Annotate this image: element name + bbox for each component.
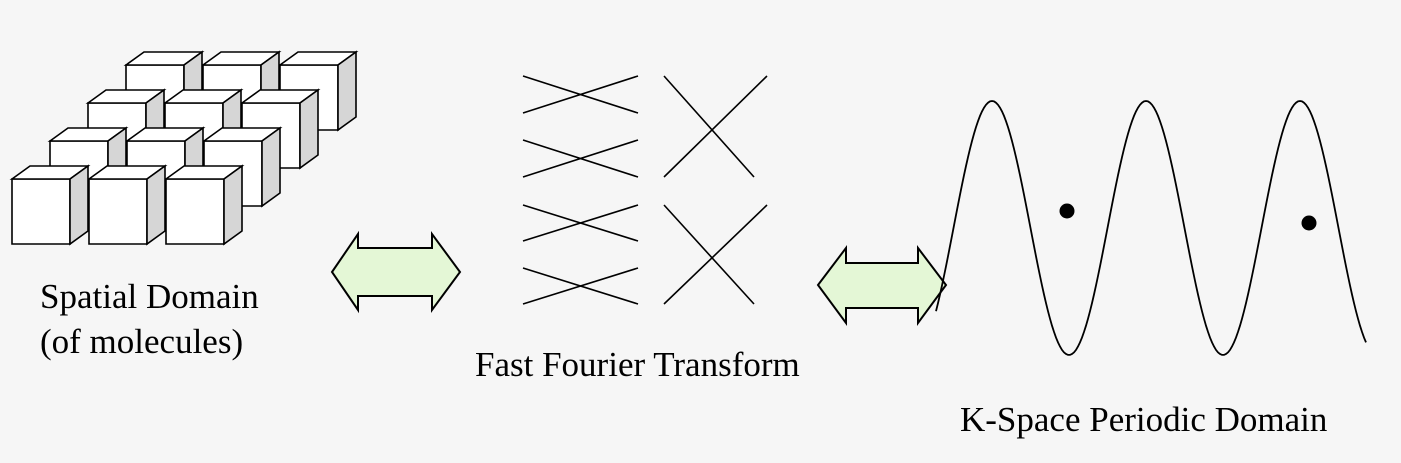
cube-front-face [11,178,71,245]
butterfly-line [522,139,639,178]
cube-side-face [223,164,243,246]
butterfly-line [522,75,639,114]
butterfly-line [663,75,755,178]
cube-side-face [261,126,281,208]
spatial-domain-subtitle: (of molecules) [40,322,244,361]
fft-butterfly-network [522,75,768,305]
cube-side-face [337,50,357,132]
k-space-point [1059,203,1075,219]
cube-front-face [88,178,148,245]
k-space-label: K-Space Periodic Domain [960,400,1328,439]
spatial-domain-cubes [9,50,359,246]
butterfly-line [522,204,639,242]
butterfly-line [663,204,768,305]
right-double-arrow [816,245,948,327]
cube-front-face [165,178,225,245]
cube-side-face [299,88,319,170]
left-double-arrow [330,230,462,314]
butterfly-line [663,204,755,305]
butterfly-line [522,267,639,305]
cube-side-face [69,164,89,246]
k-space-point [1301,215,1317,231]
spatial-domain-label: Spatial Domain (of molecules) [40,274,259,364]
spatial-domain-title: Spatial Domain [40,277,259,316]
butterfly-line [663,75,768,178]
cube-side-face [146,164,166,246]
periodic-sine-wave [935,100,1367,356]
fft-label: Fast Fourier Transform [475,345,800,384]
